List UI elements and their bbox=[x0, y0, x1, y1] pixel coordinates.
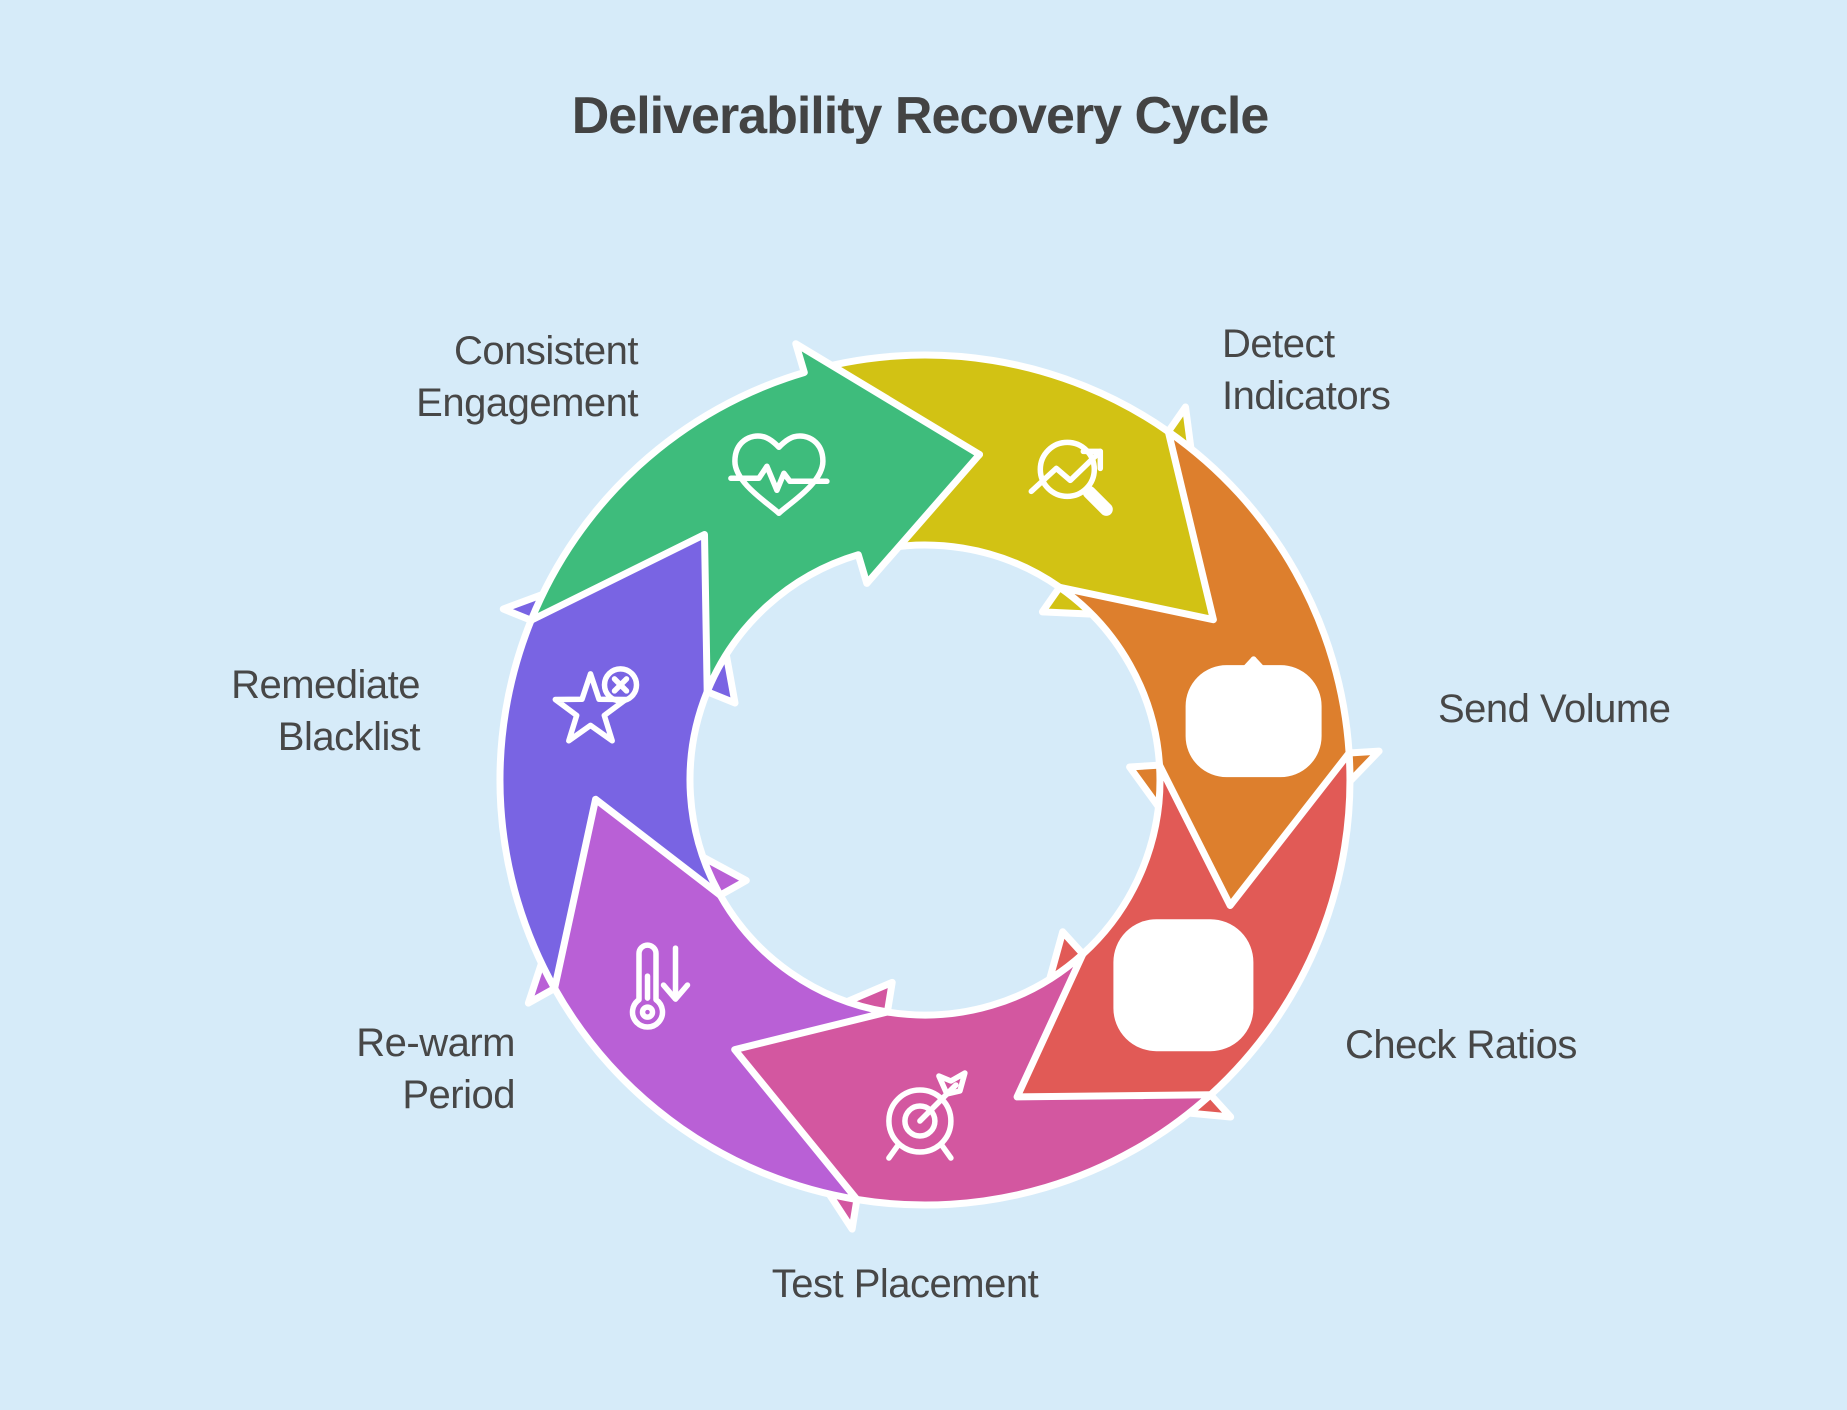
envelope-up-icon-part bbox=[1185, 665, 1322, 778]
magnifier-trend-icon bbox=[1028, 439, 1113, 516]
heart-pulse-icon bbox=[728, 433, 830, 517]
star-x-icon bbox=[552, 666, 640, 744]
step-label-consistent-engagement-line-2: Engagement bbox=[416, 381, 638, 425]
table-check-icon bbox=[1113, 919, 1254, 1052]
magnifier-trend-icon-part bbox=[1037, 439, 1098, 500]
target-dart-icon-part bbox=[938, 1141, 954, 1161]
thermometer-down-icon-part bbox=[629, 942, 666, 1030]
step-label-re-warm-period-line-1: Re-warm bbox=[356, 1021, 515, 1065]
table-check-icon-part bbox=[1193, 988, 1222, 1012]
envelope-up-icon bbox=[1185, 656, 1322, 778]
target-dart-icon-part bbox=[886, 1141, 902, 1161]
heart-pulse-icon-part bbox=[728, 463, 830, 494]
magnifier-trend-icon-part bbox=[1086, 489, 1109, 512]
step-label-test-placement-line-1: Test Placement bbox=[772, 1262, 1039, 1306]
magnifier-trend-icon-part bbox=[1028, 448, 1104, 495]
step-label-re-warm-period-line-2: Period bbox=[402, 1073, 515, 1117]
star-x-icon-part bbox=[611, 676, 630, 694]
envelope-up-icon-part bbox=[1217, 700, 1290, 728]
step-label-consistent-engagement-line-1: Consistent bbox=[454, 329, 638, 373]
envelope-up-icon-part bbox=[1238, 656, 1269, 675]
thermometer-down-icon-part bbox=[660, 982, 691, 1002]
target-dart-icon-part bbox=[886, 1087, 954, 1155]
step-label-detect-indicators-line-2: Indicators bbox=[1222, 374, 1390, 418]
thermometer-down-icon-part bbox=[639, 1004, 656, 1020]
table-check-icon-part bbox=[1183, 976, 1230, 1024]
target-dart-icon bbox=[886, 1070, 968, 1161]
step-arrow-consistent-engagement bbox=[527, 340, 983, 696]
heart-pulse-icon-part bbox=[732, 433, 826, 517]
step-label-remediate-blacklist-line-2: Blacklist bbox=[278, 715, 421, 759]
thermometer-down-icon bbox=[629, 942, 691, 1030]
cycle-step-check-ratios: Check Ratios bbox=[1013, 749, 1577, 1121]
page-title: Deliverability Recovery Cycle bbox=[572, 87, 1269, 145]
step-label-check-ratios-line-1: Check Ratios bbox=[1345, 1023, 1577, 1067]
step-label-send-volume-line-1: Send Volume bbox=[1438, 687, 1670, 731]
target-dart-icon-part bbox=[902, 1103, 938, 1139]
step-label-detect-indicators-line-1: Detect bbox=[1222, 322, 1335, 366]
target-dart-icon-part bbox=[936, 1070, 968, 1097]
cycle-step-send-volume: Send Volume bbox=[1056, 428, 1671, 909]
step-label-remediate-blacklist-line-1: Remediate bbox=[231, 663, 420, 707]
star-x-icon-part bbox=[601, 666, 640, 704]
magnifier-trend-icon-part bbox=[1080, 448, 1104, 472]
